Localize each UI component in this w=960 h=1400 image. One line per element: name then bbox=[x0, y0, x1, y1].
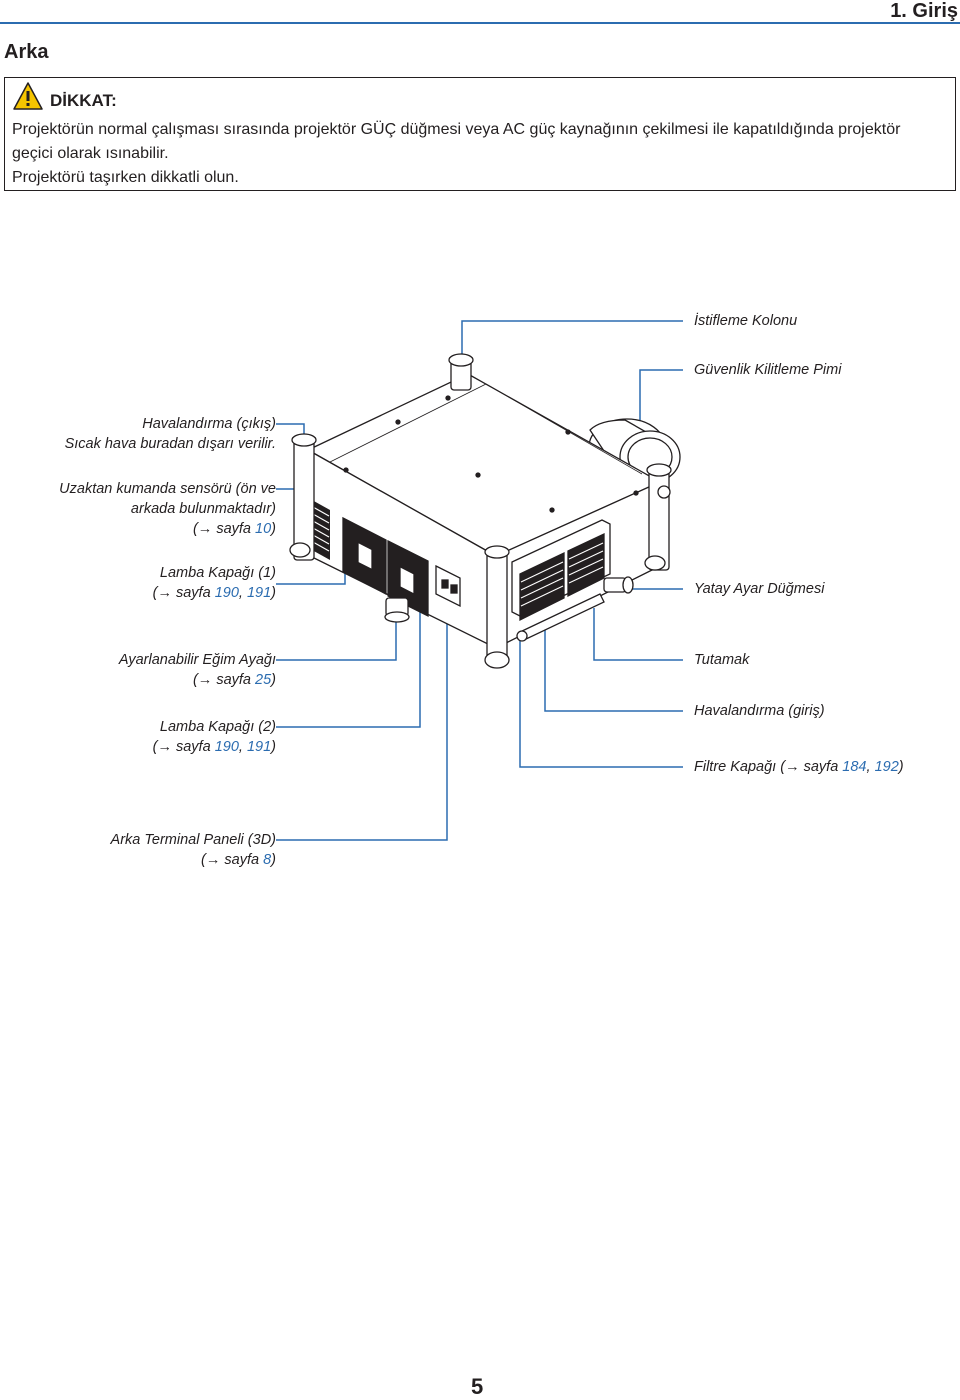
label-lamp-cover-1: Lamba Kapağı (1) (→ sayfa 190, 191) bbox=[153, 563, 276, 603]
arrow-icon: → bbox=[205, 852, 221, 868]
label-terminal-line1: Arka Terminal Paneli (3D) bbox=[110, 832, 276, 848]
label-terminal-ref: (→ sayfa 8) bbox=[201, 852, 276, 868]
callout-filter bbox=[519, 637, 683, 768]
callout-stacking bbox=[461, 320, 683, 358]
label-remote-sensor: Uzaktan kumanda sensörü (ön ve arkada bu… bbox=[59, 479, 276, 539]
label-remote-line2: arkada bulunmaktadır) bbox=[130, 501, 276, 517]
label-lamp1-line1: Lamba Kapağı (1) bbox=[159, 565, 276, 581]
label-stacking-column: İstifleme Kolonu bbox=[694, 313, 798, 329]
label-tilt-foot: Ayarlanabilir Eğim Ayağı (→ sayfa 25) bbox=[119, 650, 276, 690]
label-lamp2-line1: Lamba Kapağı (2) bbox=[159, 719, 276, 735]
page-link[interactable]: 8 bbox=[263, 852, 272, 868]
callout-terminal bbox=[276, 612, 448, 841]
page-link[interactable]: 25 bbox=[255, 672, 272, 688]
arrow-icon: → bbox=[157, 585, 172, 601]
label-lamp2-ref: (→ sayfa 190, 191) bbox=[152, 739, 276, 755]
arrow-icon: → bbox=[785, 759, 800, 775]
page-number: 5 bbox=[471, 1374, 484, 1399]
section-title: Arka bbox=[4, 41, 49, 63]
label-tilt-ref: (→ sayfa 25) bbox=[192, 672, 276, 688]
label-handle: Tutamak bbox=[694, 652, 750, 668]
arrow-icon: → bbox=[197, 521, 213, 537]
page-link[interactable]: 191 bbox=[246, 585, 272, 601]
page-link[interactable]: 191 bbox=[246, 739, 272, 755]
arrow-icon: → bbox=[197, 672, 213, 688]
callout-lines bbox=[276, 320, 683, 841]
callout-vent-in bbox=[544, 592, 683, 712]
callout-handle bbox=[593, 608, 683, 661]
label-remote-line1: Uzaktan kumanda sensörü (ön ve bbox=[59, 481, 276, 497]
label-tilt-line1: Ayarlanabilir Eğim Ayağı bbox=[118, 652, 276, 668]
label-security-pin: Güvenlik Kilitleme Pimi bbox=[694, 362, 842, 378]
label-vent-out: Havalandırma (çıkış) Sıcak hava buradan … bbox=[65, 414, 276, 454]
filter-cover bbox=[511, 519, 611, 622]
label-horizontal-knob: Yatay Ayar Düğmesi bbox=[694, 581, 825, 597]
caution-text-2: geçici olarak ısınabilir. bbox=[12, 145, 169, 162]
page-link[interactable]: 10 bbox=[255, 521, 272, 537]
arrow-icon: → bbox=[157, 739, 172, 755]
caution-title: DİKKAT: bbox=[50, 91, 117, 110]
label-lamp1-ref: (→ sayfa 190, 191) bbox=[152, 585, 276, 601]
callout-tilt bbox=[276, 607, 397, 661]
page-link[interactable]: 190 bbox=[214, 739, 239, 755]
label-filter-cover: Filtre Kapağı (→ sayfa 184, 192) bbox=[694, 759, 904, 775]
page-link[interactable]: 184 bbox=[842, 759, 867, 775]
chapter-title: 1. Giriş bbox=[890, 0, 958, 22]
label-vent-in: Havalandırma (giriş) bbox=[694, 703, 825, 719]
label-remote-ref: (→ sayfa 10) bbox=[192, 521, 276, 537]
callout-lamp2 bbox=[276, 595, 421, 728]
page-link[interactable]: 190 bbox=[214, 585, 239, 601]
label-vent-out-line2: Sıcak hava buradan dışarı verilir. bbox=[64, 436, 276, 452]
vent-out-grille bbox=[312, 500, 330, 560]
horizontal-knob bbox=[603, 576, 634, 594]
label-terminal-panel: Arka Terminal Paneli (3D) (→ sayfa 8) bbox=[111, 830, 276, 870]
stacking-columns bbox=[289, 353, 672, 669]
page-link[interactable]: 192 bbox=[874, 759, 899, 775]
caution-box bbox=[4, 77, 956, 191]
tilt-foot bbox=[384, 597, 410, 623]
terminal-panel bbox=[435, 564, 461, 608]
label-vent-out-line1: Havalandırma (çıkış) bbox=[142, 416, 276, 432]
lamp-covers bbox=[342, 516, 429, 618]
caution-text-1: Projektörün normal çalışması sırasında p… bbox=[12, 121, 901, 138]
handle bbox=[516, 593, 605, 642]
header-rule bbox=[0, 22, 960, 24]
caution-text-3: Projektörü taşırken dikkatli olun. bbox=[12, 169, 239, 186]
label-lamp-cover-2: Lamba Kapağı (2) (→ sayfa 190, 191) bbox=[153, 717, 276, 757]
